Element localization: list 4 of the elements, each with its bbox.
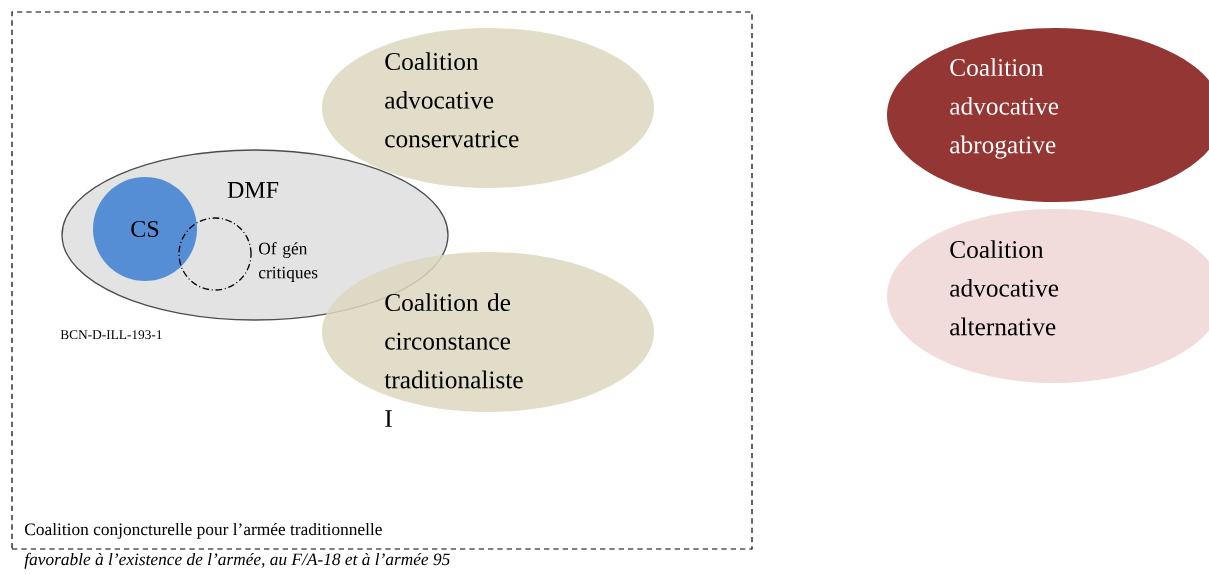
reference-code: BCN-D-ILL-193-1 <box>60 330 162 340</box>
node-label: Of gén critiques <box>258 242 318 282</box>
caption-text: favorable à l’existence de l’armée, au F/A-18 et à l’armée 95 <box>24 552 450 569</box>
node-label: I <box>385 410 392 427</box>
